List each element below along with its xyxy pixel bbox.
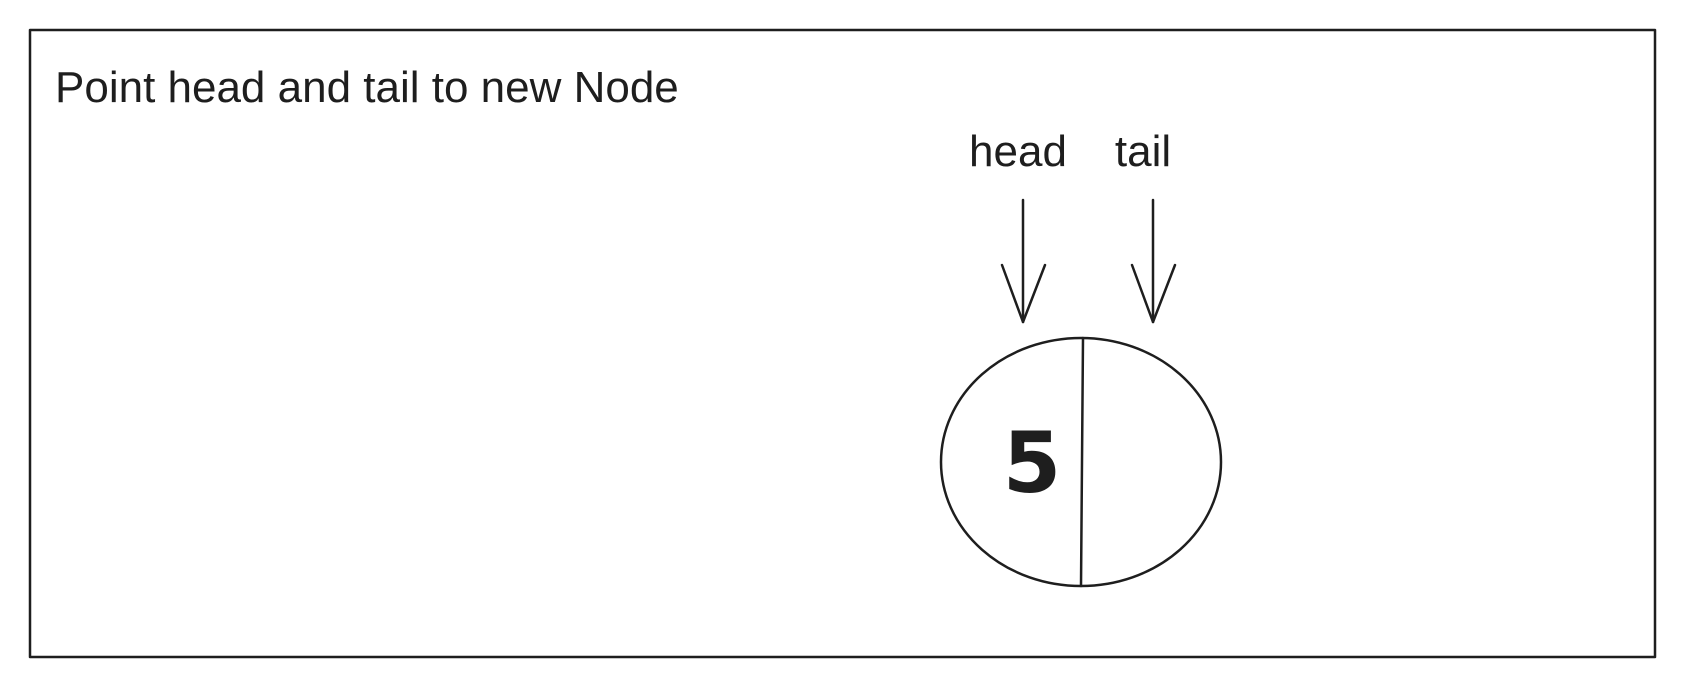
- list-node: 5: [939, 336, 1223, 588]
- tail-pointer-label: tail: [1115, 127, 1171, 176]
- tail-pointer: tail: [1115, 127, 1177, 324]
- tail-pointer-arrow-head: [1130, 263, 1177, 324]
- node-value: 5: [1003, 414, 1061, 512]
- frame-title: Point head and tail to new Node: [55, 63, 679, 112]
- head-pointer-label: head: [969, 127, 1067, 176]
- head-pointer: head: [969, 127, 1067, 324]
- frame-border: [28, 28, 1657, 659]
- head-pointer-arrow-head: [1000, 263, 1047, 324]
- node-divider: [1079, 336, 1085, 588]
